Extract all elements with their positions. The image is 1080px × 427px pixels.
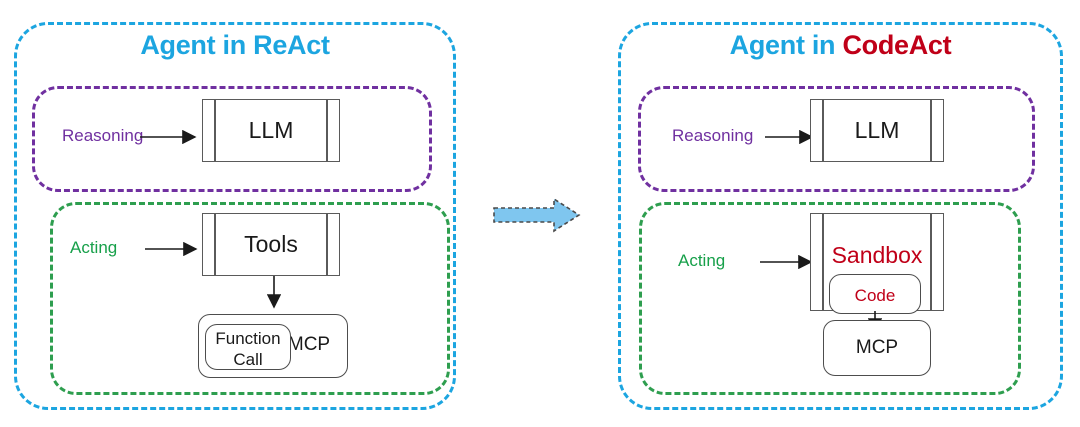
agent-react-container <box>14 22 456 410</box>
process-bar-right <box>930 214 932 310</box>
right-title-prefix: Agent in <box>729 30 843 60</box>
right-llm-label: LLM <box>854 117 900 143</box>
left-reasoning-label: Reasoning <box>62 126 144 145</box>
process-bar-right <box>930 100 932 161</box>
process-bar-left <box>822 100 824 161</box>
left-llm-box: LLM <box>202 99 340 162</box>
right-mcp-box: MCP <box>823 320 931 376</box>
process-bar-right <box>326 100 328 161</box>
right-llm-box: LLM <box>810 99 944 162</box>
right-acting-arrow <box>760 254 813 270</box>
right-acting-label: Acting <box>678 251 726 270</box>
right-panel-title: Agent in CodeAct <box>618 30 1063 61</box>
left-acting-container <box>50 202 450 395</box>
right-code-box: Code <box>829 274 921 314</box>
right-code-label: Code <box>854 286 896 305</box>
left-acting-label: Acting <box>70 238 118 257</box>
left-llm-label: LLM <box>248 117 294 143</box>
tools-to-mcp-arrow <box>266 276 282 309</box>
left-reasoning-container <box>32 86 432 192</box>
left-function-call-box: Function Call <box>205 324 291 370</box>
right-reasoning-container <box>638 86 1035 192</box>
right-reasoning-arrow <box>765 129 814 145</box>
transition-block-right-arrow-icon <box>493 197 581 233</box>
right-mcp-label: MCP <box>855 337 899 358</box>
process-bar-left <box>214 214 216 275</box>
process-bar-left <box>214 100 216 161</box>
left-tools-label: Tools <box>244 231 298 257</box>
left-panel-title: Agent in ReAct <box>14 30 456 61</box>
process-bar-right <box>326 214 328 275</box>
process-bar-left <box>822 214 824 310</box>
right-reasoning-label: Reasoning <box>672 126 754 145</box>
left-function-call-label: Function Call <box>215 329 281 369</box>
left-reasoning-arrow <box>140 129 197 145</box>
left-title-accent: ReAct <box>253 30 330 60</box>
right-sandbox-label: Sandbox <box>831 242 923 268</box>
right-title-accent: CodeAct <box>842 30 952 60</box>
left-mcp-label: MCP <box>287 334 331 355</box>
agent-codeact-container <box>618 22 1063 410</box>
right-acting-container <box>639 202 1021 395</box>
left-tools-box: Tools <box>202 213 340 276</box>
left-title-prefix: Agent in <box>140 30 254 60</box>
left-acting-arrow <box>145 241 198 257</box>
